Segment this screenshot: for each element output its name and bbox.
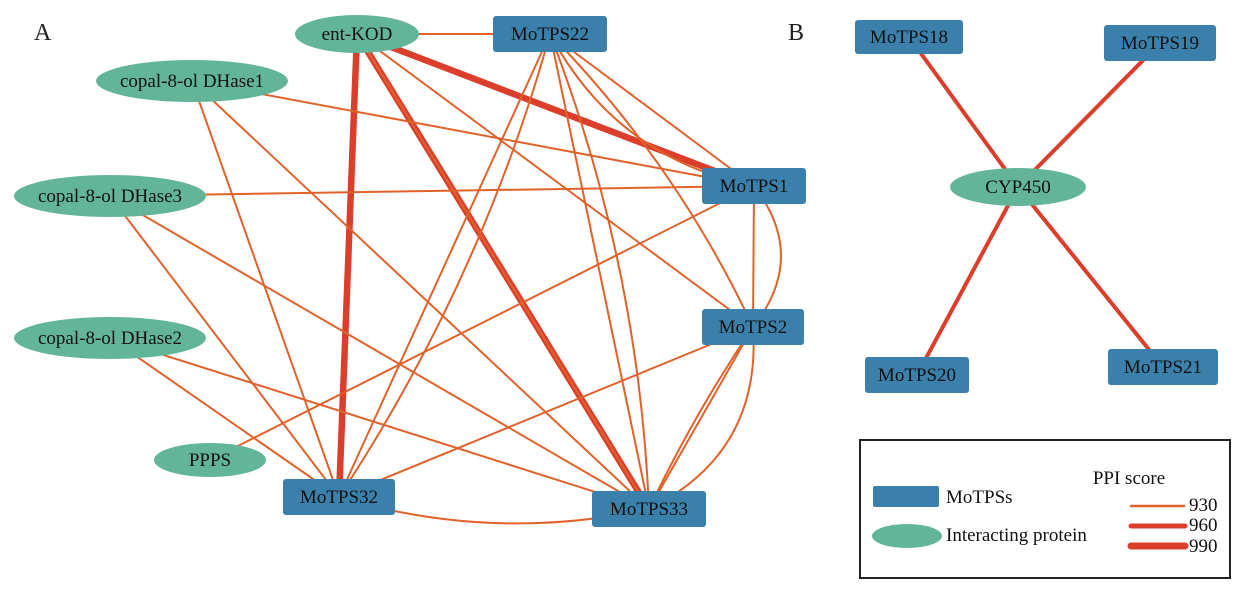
node-label: MoTPS33 <box>610 499 688 520</box>
legend-score-960-label: 960 <box>1189 515 1218 536</box>
edge-motps22-motps33 <box>549 33 650 510</box>
node-ent-kod[interactable]: ent-KOD <box>295 15 419 53</box>
panel-a-nodes: ent-KOD MoTPS22 copal-8-ol DHase1 copal-8-o… <box>14 15 806 527</box>
node-motps1[interactable]: MoTPS1 <box>702 168 806 204</box>
node-label: MoTPS32 <box>300 487 378 508</box>
panel-label-a: A <box>34 20 52 46</box>
node-label: MoTPS21 <box>1124 357 1202 378</box>
motps-node-shape <box>1104 25 1216 61</box>
node-dhase2[interactable]: copal-8-ol DHase2 <box>14 317 206 359</box>
motps-node-shape <box>283 479 395 515</box>
edge-ent-kod-motps2 <box>356 33 754 328</box>
edge-dhase1-motps32 <box>191 80 340 498</box>
node-ppps[interactable]: PPPS <box>154 443 266 477</box>
node-label: copal-8-ol DHase2 <box>38 328 182 349</box>
edge-motps22-motps2 <box>549 33 754 328</box>
edge-dhase1-motps33 <box>191 80 650 510</box>
edge-ent-kod-motps1 <box>355 30 756 190</box>
interacting-node-shape <box>154 443 266 477</box>
node-dhase1[interactable]: copal-8-ol DHase1 <box>96 60 288 102</box>
edge-cyp450-motps18 <box>907 35 1020 189</box>
edge-motps2-motps33 <box>648 326 754 510</box>
interacting-node-shape <box>295 15 419 53</box>
edge-dhase1-motps1 <box>191 80 755 187</box>
node-label: copal-8-ol DHase3 <box>38 186 182 207</box>
legend-interacting-swatch <box>872 524 942 548</box>
edge-motps22-motps32 <box>338 33 551 498</box>
edge-ppps-motps1 <box>209 185 755 461</box>
node-motps33[interactable]: MoTPS33 <box>592 491 706 527</box>
edge-motps32-motps2 <box>338 326 754 498</box>
interacting-node-shape <box>96 60 288 102</box>
interacting-node-shape <box>950 168 1086 206</box>
node-label: MoTPS18 <box>870 27 948 48</box>
node-label: MoTPS20 <box>878 365 956 386</box>
edge-motps22-motps32 <box>338 33 551 498</box>
edge-ent-kod-motps33 <box>356 33 650 510</box>
edge-motps1-motps2 <box>752 185 782 328</box>
edge-motps2-motps33 <box>648 326 754 510</box>
legend-box <box>859 439 1231 579</box>
edge-dhase2-motps32 <box>109 337 340 498</box>
interacting-node-shape <box>14 175 206 217</box>
node-motps21[interactable]: MoTPS21 <box>1108 349 1218 385</box>
node-motps18[interactable]: MoTPS18 <box>855 20 963 54</box>
node-label: CYP450 <box>985 177 1050 198</box>
edge-motps1-motps2 <box>752 185 755 328</box>
panel-b-edges <box>907 35 1165 376</box>
panel-label-b: B <box>788 20 804 46</box>
panel-a-edges <box>109 30 782 525</box>
edge-ent-kod-motps32 <box>335 33 361 498</box>
motps-node-shape <box>592 491 706 527</box>
node-label: copal-8-ol DHase1 <box>120 71 264 92</box>
motps-node-shape <box>865 357 969 393</box>
legend: MoTPSs Interacting protein PPI score 930… <box>859 439 1231 579</box>
legend-motps-swatch <box>873 486 939 507</box>
edge-dhase3-motps33 <box>109 195 650 510</box>
node-motps2[interactable]: MoTPS2 <box>702 309 804 345</box>
node-label: MoTPS2 <box>719 317 788 338</box>
node-motps32[interactable]: MoTPS32 <box>283 479 395 515</box>
legend-score-930-label: 930 <box>1189 495 1218 516</box>
motps-node-shape <box>855 20 963 54</box>
motps-node-shape <box>702 168 806 204</box>
edge-cyp450-motps21 <box>1016 185 1165 369</box>
node-motps19[interactable]: MoTPS19 <box>1104 25 1216 61</box>
legend-score-990-label: 990 <box>1189 536 1218 557</box>
node-label: MoTPS1 <box>720 176 789 197</box>
node-label: ent-KOD <box>322 24 393 45</box>
edge-motps22-motps1 <box>549 33 755 187</box>
motps-node-shape <box>493 16 607 52</box>
edge-motps22-motps33 <box>549 33 650 510</box>
node-label: MoTPS22 <box>511 24 589 45</box>
edge-cyp450-motps20 <box>915 186 1020 376</box>
node-dhase3[interactable]: copal-8-ol DHase3 <box>14 175 206 217</box>
node-cyp450[interactable]: CYP450 <box>950 168 1086 206</box>
edge-dhase3-motps32 <box>109 195 340 498</box>
node-motps22[interactable]: MoTPS22 <box>493 16 607 52</box>
interacting-node-shape <box>14 317 206 359</box>
motps-node-shape <box>1108 349 1218 385</box>
edge-dhase3-motps1 <box>109 185 755 197</box>
node-motps20[interactable]: MoTPS20 <box>865 357 969 393</box>
motps-node-shape <box>702 309 804 345</box>
legend-interacting-label: Interacting protein <box>946 525 1087 546</box>
edge-cyp450-motps19 <box>1016 41 1162 189</box>
legend-score-title: PPI score <box>1093 468 1165 489</box>
node-label: PPPS <box>189 450 231 471</box>
legend-motps-label: MoTPSs <box>946 487 1013 508</box>
edge-dhase2-motps33 <box>109 337 650 510</box>
node-label: MoTPS19 <box>1121 33 1199 54</box>
